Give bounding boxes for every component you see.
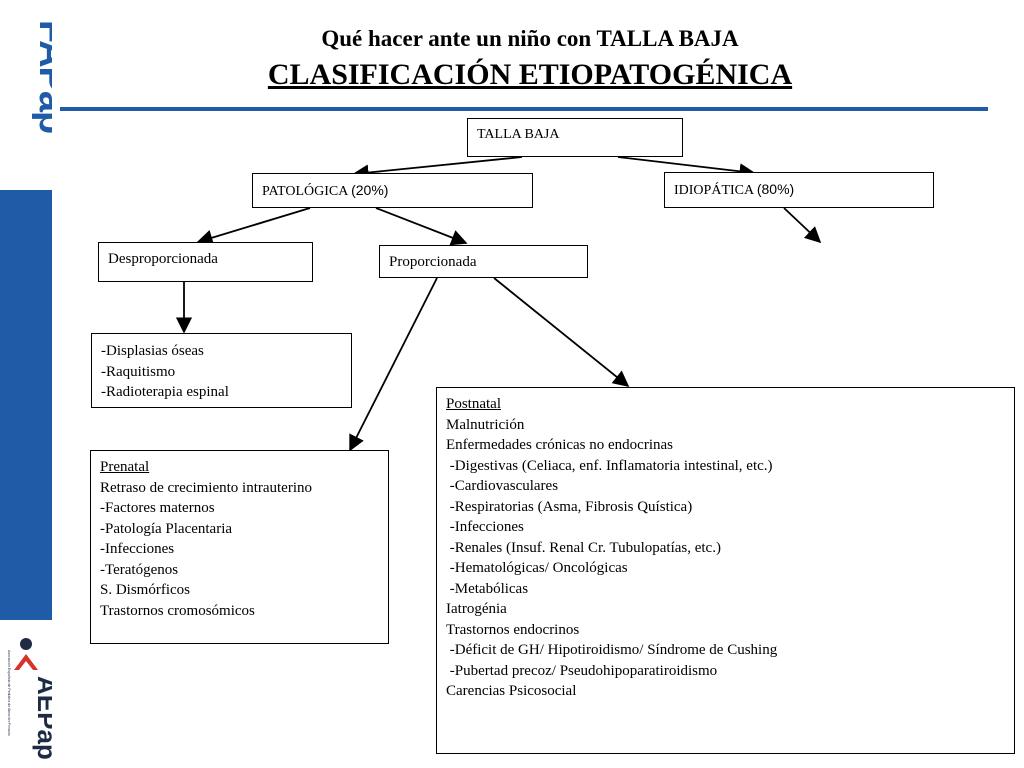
list-item: -Metabólicas <box>446 580 529 597</box>
list-item: -Displasias óseas <box>101 343 204 359</box>
aepap-logo-subtext: Asociación Española de Pediatría de Aten… <box>7 650 11 736</box>
node-patologica-pct: (20%) <box>351 182 389 198</box>
node-postnatal: Postnatal Malnutrición Enfermedades crón… <box>436 387 1015 754</box>
arrow-root-patologica <box>352 156 523 181</box>
node-prenatal: Prenatal Retraso de crecimiento intraute… <box>90 450 389 644</box>
aepap-logo: AEPap Asociación Española de Pediatría d… <box>7 638 52 760</box>
node-talla-baja-label: TALLA BAJA <box>477 127 560 142</box>
list-item: Iatrogénia <box>446 601 507 617</box>
list-item: Trastornos endocrinos <box>446 621 580 638</box>
list-item: -Renales (Insuf. Renal Cr. Tubulopatías,… <box>446 539 721 556</box>
postnatal-heading: Postnatal <box>446 396 501 412</box>
node-patologica-label: PATOLÓGICA <box>262 184 352 199</box>
fapap-logo-text: FAPap <box>31 20 52 133</box>
list-item: -Cardiovasculares <box>446 478 559 494</box>
arrow-root-idiopatica <box>617 156 756 180</box>
list-item: Carencias Psicosocial <box>446 683 577 699</box>
list-item: -Infecciones <box>446 519 524 535</box>
arrow-proporcionada-prenatal <box>349 277 438 452</box>
title-divider <box>60 107 988 111</box>
prenatal-heading: Prenatal <box>100 459 150 475</box>
node-desproporcionada: Desproporcionada <box>98 242 313 282</box>
node-idiopatica-pct: (80%) <box>756 181 795 197</box>
node-talla-baja: TALLA BAJA <box>467 118 683 157</box>
list-item: -Teratógenos <box>100 561 179 578</box>
list-item: -Factores maternos <box>100 500 215 516</box>
list-item: Enfermedades crónicas no endocrinas <box>446 437 673 453</box>
arrow-idiopatica-down <box>783 207 822 244</box>
arrow-patologica-proporcionada <box>375 207 468 246</box>
node-desproporcionada-causes: -Displasias óseas -Raquitismo -Radiotera… <box>91 333 352 408</box>
node-idiopatica-label: IDIOPÁTICA <box>674 183 757 198</box>
page-title: CLASIFICACIÓN ETIOPATOGÉNICA <box>267 58 793 91</box>
fapap-logo: FAPap <box>31 20 52 133</box>
list-item: -Hematológicas/ Oncológicas <box>446 560 628 576</box>
list-item: -Radioterapia espinal <box>101 384 229 400</box>
page-subtitle: Qué hacer ante un niño con TALLA BAJA <box>321 26 739 51</box>
arrow-patologica-desproporcionada <box>196 207 311 246</box>
list-item: Malnutrición <box>446 416 525 433</box>
list-item: S. Dismórficos <box>100 582 190 598</box>
node-patologica: PATOLÓGICA (20%) <box>252 173 533 208</box>
aepap-logo-dot <box>20 638 32 650</box>
sidebar-band <box>0 190 52 620</box>
list-item: -Patología Placentaria <box>100 520 233 537</box>
node-proporcionada: Proporcionada <box>379 245 588 278</box>
list-item: Trastornos cromosómicos <box>100 602 255 619</box>
list-item: -Respiratorias (Asma, Fibrosis Quística) <box>446 498 693 515</box>
aepap-logo-mark <box>14 654 38 670</box>
list-item: -Pubertad precoz/ Pseudohipoparatiroidis… <box>446 662 718 679</box>
node-desproporcionada-label: Desproporcionada <box>108 251 218 267</box>
arrow-proporcionada-postnatal <box>493 277 630 388</box>
list-item: Retraso de crecimiento intrauterino <box>100 479 312 496</box>
node-idiopatica: IDIOPÁTICA (80%) <box>664 172 934 208</box>
node-proporcionada-label: Proporcionada <box>389 254 477 270</box>
list-item: -Raquitismo <box>101 363 176 380</box>
list-item: -Digestivas (Celiaca, enf. Inflamatoria … <box>446 457 773 474</box>
list-item: -Infecciones <box>100 541 175 557</box>
list-item: -Déficit de GH/ Hipotiroidismo/ Síndrome… <box>446 642 778 658</box>
aepap-logo-text: AEPap <box>32 676 52 760</box>
